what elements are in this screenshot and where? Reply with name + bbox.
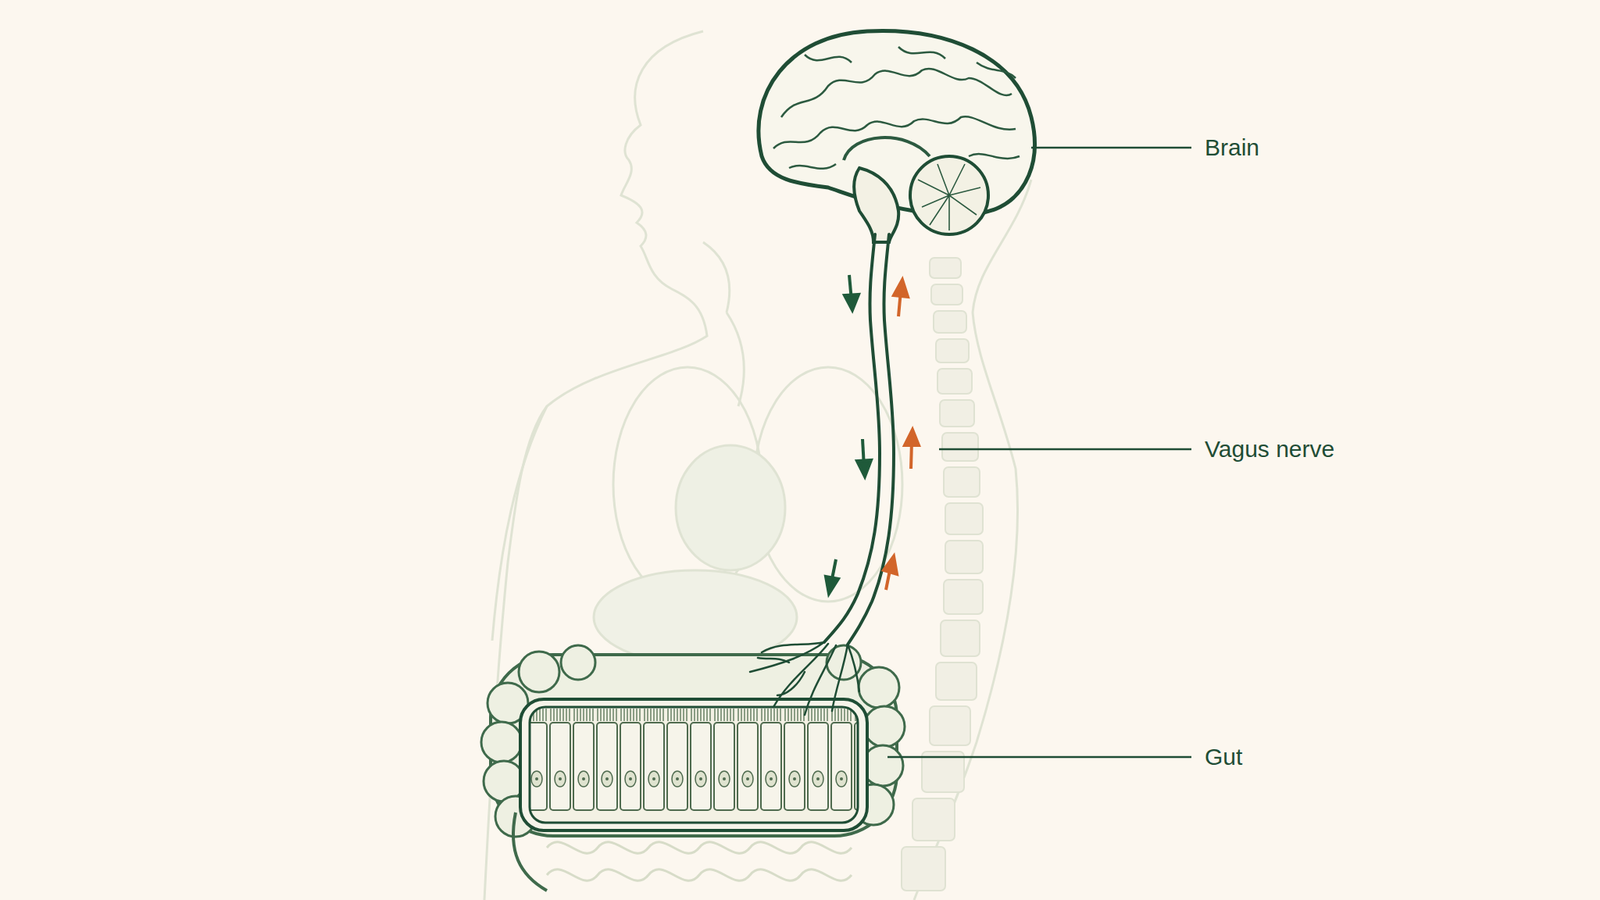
part-label: Brain [1204,133,1260,162]
afferent-arrows [883,279,919,590]
spine [901,257,983,891]
small-intestine [546,842,852,881]
gut [481,645,905,891]
brain [758,31,1036,243]
part-label: Vagus nerve [1204,435,1335,464]
efferent-arrows [825,275,872,594]
vagus-nerve [750,234,894,715]
leader-lines [887,147,1192,758]
part-label: Gut [1204,742,1243,772]
body-silhouette [484,31,1032,900]
